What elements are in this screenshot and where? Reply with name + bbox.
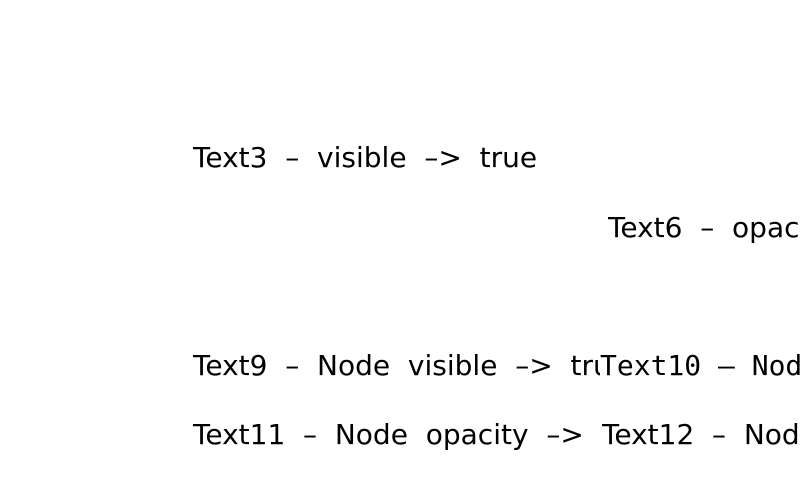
text-element-text12-clip: Text12 – Nod xyxy=(602,418,800,458)
text-element-text10-clip: Text10 – Nod xyxy=(600,349,800,389)
text-element-text12: Text12 – Nod xyxy=(602,418,800,451)
text-element-text3-clip: Text3 – visible –> true xyxy=(193,141,600,181)
text-element-text11-clip: Text11 – Node opacity –> 0 xyxy=(193,418,600,458)
text-element-text6: Text6 – opac xyxy=(608,211,800,244)
text-element-text6-clip: Text6 – opac xyxy=(608,211,800,251)
text-element-text10: Text10 – Nod xyxy=(600,349,800,382)
text-element-text9: Text9 – Node visible –> tru xyxy=(193,349,600,382)
text-element-text11: Text11 – Node opacity –> 0 xyxy=(193,418,600,451)
text-element-text9-clip: Text9 – Node visible –> tru xyxy=(193,349,600,389)
text-element-text3: Text3 – visible –> true xyxy=(193,141,538,174)
